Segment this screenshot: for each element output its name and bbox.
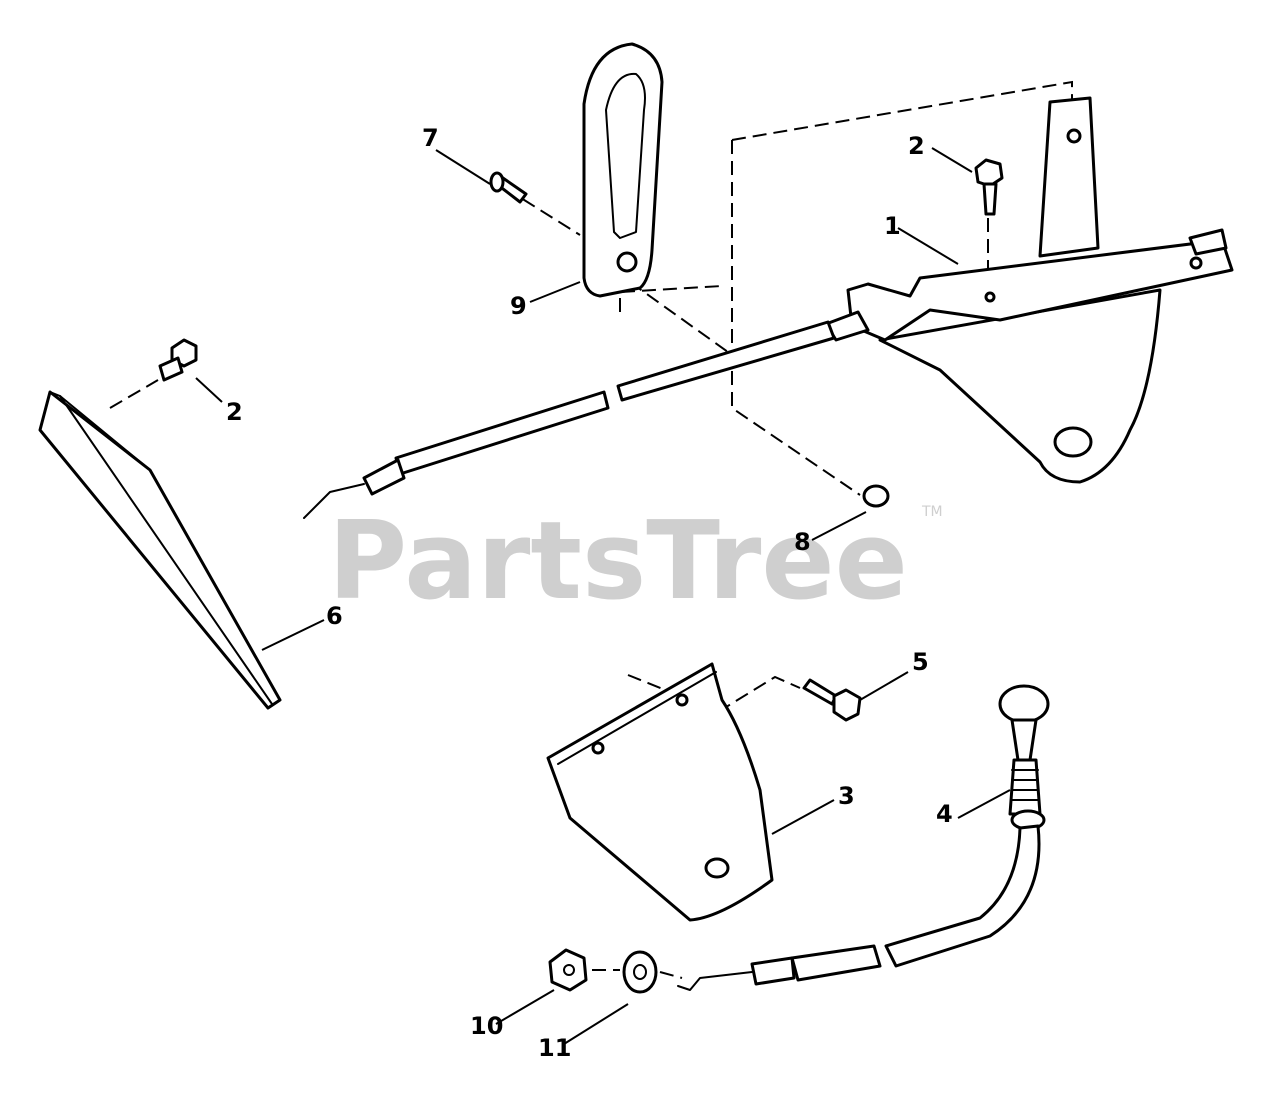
callout-3: 3 bbox=[838, 782, 855, 810]
callout-6: 6 bbox=[326, 602, 343, 630]
callout-5: 5 bbox=[912, 648, 929, 676]
assembly-dashed-lines bbox=[109, 80, 1073, 713]
cable-upper bbox=[303, 310, 870, 519]
part-10-hex-nut bbox=[548, 948, 588, 992]
watermark-tm: TM bbox=[921, 504, 943, 520]
part-9-slotted-guide bbox=[582, 42, 664, 298]
part-1-main-bracket bbox=[846, 96, 1234, 484]
callout-8: 8 bbox=[794, 528, 811, 556]
part-2-bolt-left bbox=[158, 338, 198, 382]
watermark-text: PartsTree bbox=[328, 499, 908, 624]
callout-10: 10 bbox=[470, 1012, 503, 1040]
callout-2-left: 2 bbox=[226, 398, 243, 426]
callout-7: 7 bbox=[422, 124, 439, 152]
part-11-lock-washer bbox=[622, 950, 658, 994]
part-7-screw bbox=[489, 171, 528, 204]
part-8-clip bbox=[862, 484, 890, 508]
part-2-bolt-top bbox=[974, 158, 1004, 216]
part-5-screw bbox=[802, 678, 862, 722]
callout-1: 1 bbox=[884, 212, 901, 240]
part-4-knob-cable bbox=[677, 684, 1050, 991]
leader-lines bbox=[195, 147, 1011, 1045]
callout-4: 4 bbox=[936, 800, 953, 828]
washer-dashed-line bbox=[592, 969, 683, 979]
part-6-plate bbox=[38, 390, 282, 710]
callout-2-top: 2 bbox=[908, 132, 925, 160]
callout-9: 9 bbox=[510, 292, 527, 320]
callout-11: 11 bbox=[538, 1034, 571, 1062]
part-3-bracket bbox=[546, 662, 774, 922]
